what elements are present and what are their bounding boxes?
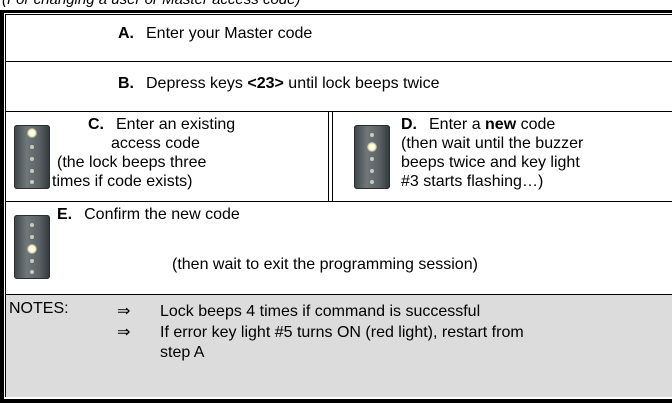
step-a: A. Enter your Master code [118, 24, 312, 43]
keypad-e-key-3 [27, 244, 37, 254]
step-a-label: A. [118, 25, 134, 42]
outer-frame [0, 10, 672, 403]
step-e-text: Confirm the new code [84, 206, 240, 223]
keypad-d-key-5 [370, 180, 374, 184]
step-a-row: A. Enter your Master code [6, 15, 672, 62]
step-d-pre: Enter a [429, 116, 486, 133]
keypad-e-key-1 [30, 223, 34, 227]
keypad-d-image [354, 125, 390, 189]
note-item-2: If error key light #5 turns ON (red ligh… [160, 324, 524, 341]
arrow-icon: ⇒ [117, 303, 131, 320]
step-b-label: B. [118, 75, 134, 92]
notes-section: NOTES: ⇒ Lock beeps 4 times if command i… [6, 295, 672, 397]
step-e-label: E. [57, 206, 73, 223]
step-b: B. Depress keys <23> until lock beeps twi… [118, 74, 440, 93]
step-d-line-4: #3 starts flashing…) [401, 173, 544, 190]
cd-divider-2 [332, 112, 333, 201]
keypad-d-key-3 [370, 157, 374, 161]
keypad-e-key-2 [30, 235, 34, 239]
step-b-row: B. Depress keys <23> until lock beeps twi… [6, 62, 672, 112]
step-d: D. Enter a new code [401, 115, 555, 134]
step-a-text: Enter your Master code [146, 25, 313, 42]
step-e: E. Confirm the new code [57, 205, 240, 224]
step-d-bold: new [485, 116, 517, 133]
step-b-keys: <23> [247, 75, 284, 92]
step-c-line-4: times if code exists) [52, 173, 193, 190]
step-d-post: code [516, 116, 556, 133]
keypad-e-image [14, 215, 50, 279]
cd-divider [328, 112, 329, 201]
step-e-row: E. Confirm the new code (then wait to exi… [6, 202, 672, 295]
keypad-c-key-5 [30, 180, 34, 184]
step-c-line-1: Enter an existing [116, 116, 236, 133]
keypad-d-key-4 [370, 169, 374, 173]
keypad-e-key-5 [30, 270, 34, 274]
step-c: C. Enter an existing [88, 115, 235, 134]
step-c-label: C. [88, 116, 104, 133]
keypad-c-key-2 [30, 145, 34, 149]
notes-heading: NOTES: [9, 300, 69, 317]
note-item-2-cont: step A [160, 344, 205, 361]
keypad-c-key-1 [27, 128, 37, 138]
arrow-icon: ⇒ [117, 324, 131, 341]
step-d-label: D. [401, 116, 417, 133]
step-d-line-2: (then wait until the buzzer [401, 135, 584, 152]
note-item-1: Lock beeps 4 times if command is success… [160, 303, 481, 320]
keypad-c-image [14, 125, 50, 189]
step-cd-row: C. Enter an existing access code (the loc… [6, 112, 672, 202]
keypad-c-key-3 [30, 157, 34, 161]
step-d-line-3: beeps twice and key light [401, 154, 580, 171]
caption: (For changing a user or Master access co… [2, 0, 300, 9]
keypad-c-key-4 [30, 169, 34, 173]
step-c-line-3: (the lock beeps three [57, 154, 207, 171]
step-e-sub: (then wait to exit the programming sessi… [172, 256, 478, 273]
keypad-e-key-4 [30, 259, 34, 263]
step-b-pre: Depress keys [146, 75, 248, 92]
step-b-post: until lock beeps twice [283, 75, 440, 92]
step-c-line-2: access code [111, 135, 200, 152]
keypad-d-key-1 [370, 133, 374, 137]
keypad-d-key-2 [367, 142, 377, 152]
instruction-table: A. Enter your Master code B. Depress keys … [5, 14, 672, 397]
